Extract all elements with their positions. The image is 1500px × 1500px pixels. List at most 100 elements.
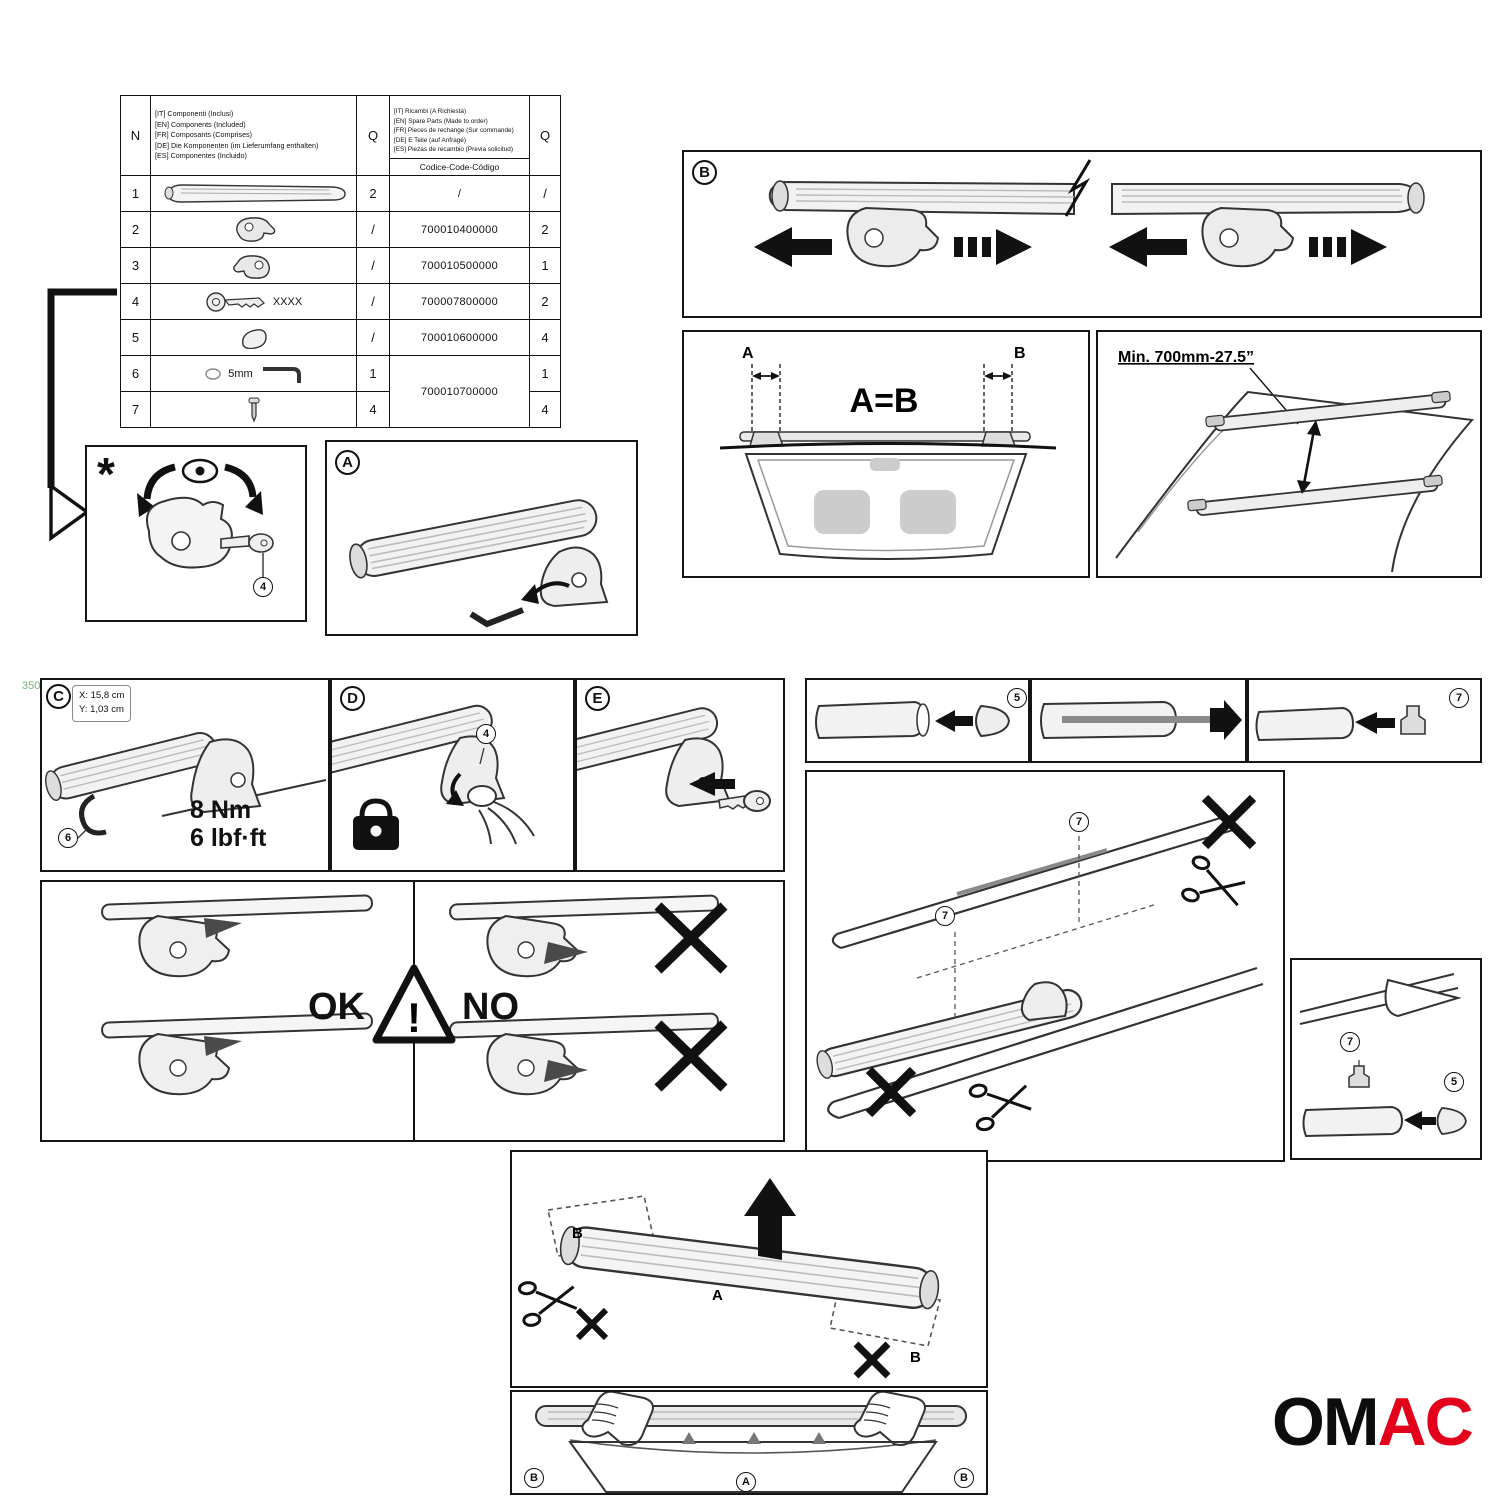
key-icon bbox=[206, 291, 265, 312]
foot bbox=[665, 737, 731, 808]
cell-component bbox=[150, 247, 357, 284]
panel-mount-on-roof: B A B bbox=[510, 1390, 988, 1495]
cell-code: 700010500000 bbox=[389, 247, 530, 284]
cell-n: 2 bbox=[120, 211, 151, 248]
spare-header: [IT] Ricambi (A Richiesta) [EN] Spare Pa… bbox=[389, 95, 530, 176]
cell-qty: 4 bbox=[356, 391, 390, 428]
mount-illustration bbox=[535, 1392, 967, 1493]
plug bbox=[1400, 705, 1426, 735]
windshield bbox=[744, 453, 1028, 560]
roof-line bbox=[719, 442, 1057, 450]
hdr-line: [IT] Ricambi (A Richiesta) bbox=[394, 107, 467, 115]
arrow-left-icon bbox=[1109, 227, 1187, 267]
page-mark: 350 bbox=[22, 680, 41, 692]
arrow-left-icon bbox=[754, 227, 832, 267]
crossbar-icon bbox=[164, 183, 346, 203]
panel-a-label: A bbox=[335, 450, 360, 475]
bolt-head-icon bbox=[205, 367, 221, 380]
arrow-left-icon bbox=[689, 772, 735, 796]
arrow-right-striped-icon bbox=[954, 229, 1032, 265]
torque-nm: 8 Nm bbox=[190, 796, 252, 824]
torque-illustration bbox=[45, 732, 327, 839]
min-spacing-illustration: Min. 700mm-27.5” bbox=[1115, 349, 1474, 573]
col-header-n: N bbox=[120, 95, 151, 176]
key-insert-illustration bbox=[577, 707, 771, 812]
arrow-right-striped-icon bbox=[1309, 229, 1387, 265]
panel-bar-assembly: B B A bbox=[510, 1150, 988, 1388]
table-header-row: N [IT] Componenti (Inclusi) [EN] Compone… bbox=[120, 95, 561, 176]
cell-spare-qty: 1 bbox=[529, 355, 561, 392]
scissors-icon bbox=[968, 1083, 1032, 1132]
part-ref-4: 4 bbox=[253, 577, 273, 597]
scissors-icon bbox=[517, 1281, 578, 1327]
hdr-line: [IT] Componenti (Inclusi) bbox=[155, 109, 234, 119]
cell-spare-qty: 2 bbox=[529, 283, 561, 320]
strip-slide-illustration bbox=[1040, 700, 1242, 740]
cell-code: 700007800000 bbox=[389, 283, 530, 320]
panel-c-label: C bbox=[46, 684, 71, 709]
dim-b-label: B bbox=[1014, 345, 1026, 362]
equation-label: A=B bbox=[850, 382, 919, 420]
panel-d-label: D bbox=[340, 686, 365, 711]
cell-component bbox=[150, 175, 357, 212]
cell-component: XXXX bbox=[150, 283, 357, 320]
x-mark-icon bbox=[654, 1020, 728, 1092]
bar-overview-illustration bbox=[349, 499, 609, 628]
foot bbox=[1020, 981, 1068, 1022]
crossbar bbox=[1187, 474, 1443, 516]
cell-qty: 2 bbox=[356, 175, 390, 212]
key-blade bbox=[220, 535, 250, 549]
panel-min-spacing: Min. 700mm-27.5” bbox=[1096, 330, 1482, 578]
x-mark-icon bbox=[853, 1341, 891, 1379]
cell-qty: 1 bbox=[356, 355, 390, 392]
crossbar-right bbox=[1111, 182, 1425, 216]
part-ref-7: 7 bbox=[935, 906, 955, 926]
cell-component bbox=[150, 319, 357, 356]
min-spacing-label: Min. 700mm-27.5” bbox=[1118, 349, 1254, 366]
cell-code: 700010400000 bbox=[389, 211, 530, 248]
hdr-line: [ES] Piezas de recambio (Previa solicitu… bbox=[394, 146, 513, 154]
col-header-q-included: Q bbox=[356, 95, 390, 176]
panel-e-key-insert: E bbox=[575, 678, 785, 872]
cell-code: 700010700000 bbox=[389, 355, 530, 428]
rack-clamp bbox=[1201, 206, 1295, 268]
cell-n: 4 bbox=[120, 283, 151, 320]
hand-right bbox=[853, 1392, 926, 1446]
panel-plug-cap-detail: 7 5 bbox=[1290, 958, 1482, 1160]
hdr-line: [EN] Components (Included) bbox=[155, 119, 246, 129]
x-mark-icon bbox=[865, 1066, 917, 1118]
table-row: 5 / 700010600000 4 bbox=[120, 319, 561, 356]
pointer-bracket bbox=[47, 288, 117, 542]
x-mark-icon bbox=[654, 902, 728, 974]
table-row: 1 2 / / bbox=[120, 175, 561, 212]
cell-n: 6 bbox=[120, 355, 151, 392]
allen-key-icon bbox=[469, 607, 525, 628]
arrow-up-icon bbox=[747, 1432, 761, 1444]
cell-spare-qty: 4 bbox=[529, 319, 561, 356]
parts-table: N [IT] Componenti (Inclusi) [EN] Compone… bbox=[120, 95, 561, 428]
bar-assembly-illustration: B B A bbox=[517, 1178, 941, 1379]
foot bbox=[749, 431, 785, 447]
strip-cord bbox=[569, 1439, 937, 1454]
break-mark bbox=[1064, 159, 1092, 217]
col-header-q-spare: Q bbox=[529, 95, 561, 176]
key-head bbox=[467, 785, 497, 807]
seat bbox=[900, 490, 956, 534]
scissors-icon bbox=[1181, 855, 1246, 907]
x-mark-icon bbox=[575, 1307, 609, 1341]
crossbar-end bbox=[1302, 1105, 1404, 1138]
end-cap-illustration bbox=[815, 700, 1011, 740]
foot bbox=[190, 738, 262, 814]
end-cap-icon bbox=[241, 328, 267, 349]
part-ref-4: 4 bbox=[476, 724, 496, 744]
part-ref-7: 7 bbox=[1069, 812, 1089, 832]
panel-b-label: B bbox=[692, 160, 717, 185]
rubber-strip bbox=[956, 848, 1108, 896]
crossbar bbox=[349, 499, 598, 579]
cell-spare-qty: 4 bbox=[529, 391, 561, 428]
cell-code: / bbox=[389, 175, 530, 212]
torque-values: 8 Nm 6 lbf·ft bbox=[190, 796, 266, 852]
cell-spare-qty: / bbox=[529, 175, 561, 212]
hdr-line: [DE] E Teile (auf Anfrage) bbox=[394, 136, 466, 144]
